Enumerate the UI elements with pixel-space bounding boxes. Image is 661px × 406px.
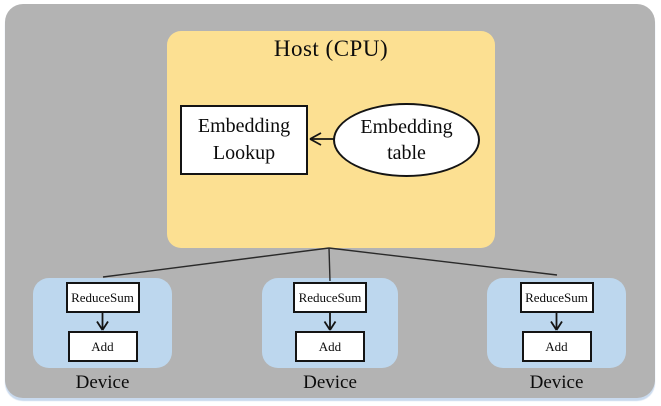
device-label: Device (529, 372, 584, 393)
add-node: Add (67, 331, 138, 362)
device-label: Device (303, 372, 357, 393)
device-panel-3: ReduceSum Add (487, 278, 626, 368)
embedding-lookup-node: Embedding Lookup (180, 105, 308, 175)
add-node: Add (295, 331, 365, 362)
device-label: Device (75, 372, 130, 393)
reducesum-node: ReduceSum (519, 282, 594, 313)
embedding-table-node: Embedding table (333, 103, 480, 177)
reducesum-node: ReduceSum (293, 282, 367, 313)
device-panel-1: ReduceSum Add (33, 278, 172, 368)
device-panel-2: ReduceSum Add (262, 278, 398, 368)
reducesum-node: ReduceSum (65, 282, 140, 313)
host-title: Host (CPU) (273, 36, 389, 61)
add-node: Add (521, 331, 592, 362)
